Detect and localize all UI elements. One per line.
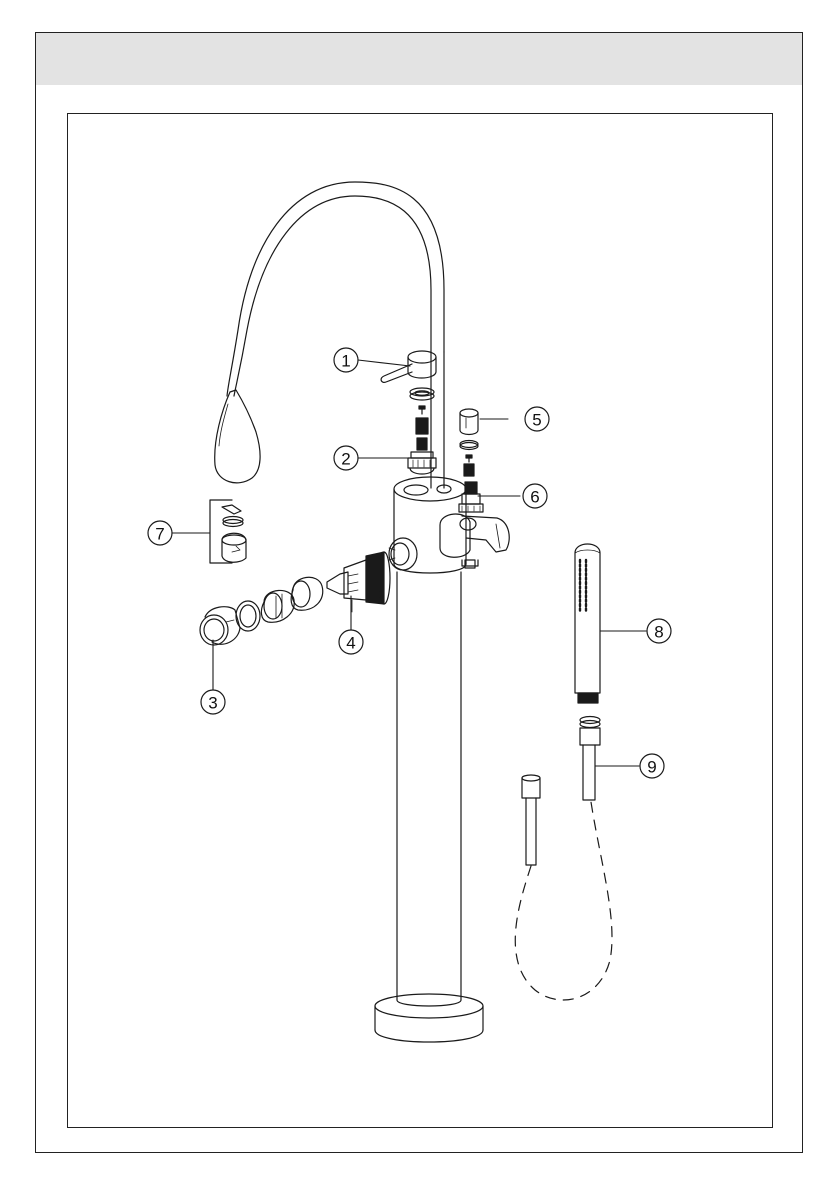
gooseneck-spout <box>215 182 444 488</box>
callout-7-label: 7 <box>155 525 164 544</box>
faucet-body <box>375 477 483 1042</box>
callout-3-label: 3 <box>208 694 217 713</box>
lever-handle <box>381 351 436 382</box>
callout-1-label: 1 <box>341 352 350 371</box>
shower-hose <box>515 717 612 1001</box>
callout-2-label: 2 <box>341 450 350 469</box>
aerator-bracket <box>210 500 246 563</box>
hand-shower <box>575 544 600 703</box>
diverter-knob <box>460 409 478 476</box>
callout-5-label: 5 <box>532 411 541 430</box>
thermostatic-cartridge <box>327 552 390 612</box>
callout-6-label: 6 <box>530 488 539 507</box>
diverter-valve <box>459 482 483 512</box>
shower-holder <box>440 514 509 568</box>
mixer-cartridge <box>408 438 436 474</box>
seal-ring-group <box>261 577 322 622</box>
callout-9-label: 9 <box>647 758 656 777</box>
temperature-knob <box>200 601 260 645</box>
callout-4-label: 4 <box>346 634 355 653</box>
callout-8-label: 8 <box>654 623 663 642</box>
handle-screw <box>419 406 425 414</box>
spindle-adapter <box>416 418 428 434</box>
